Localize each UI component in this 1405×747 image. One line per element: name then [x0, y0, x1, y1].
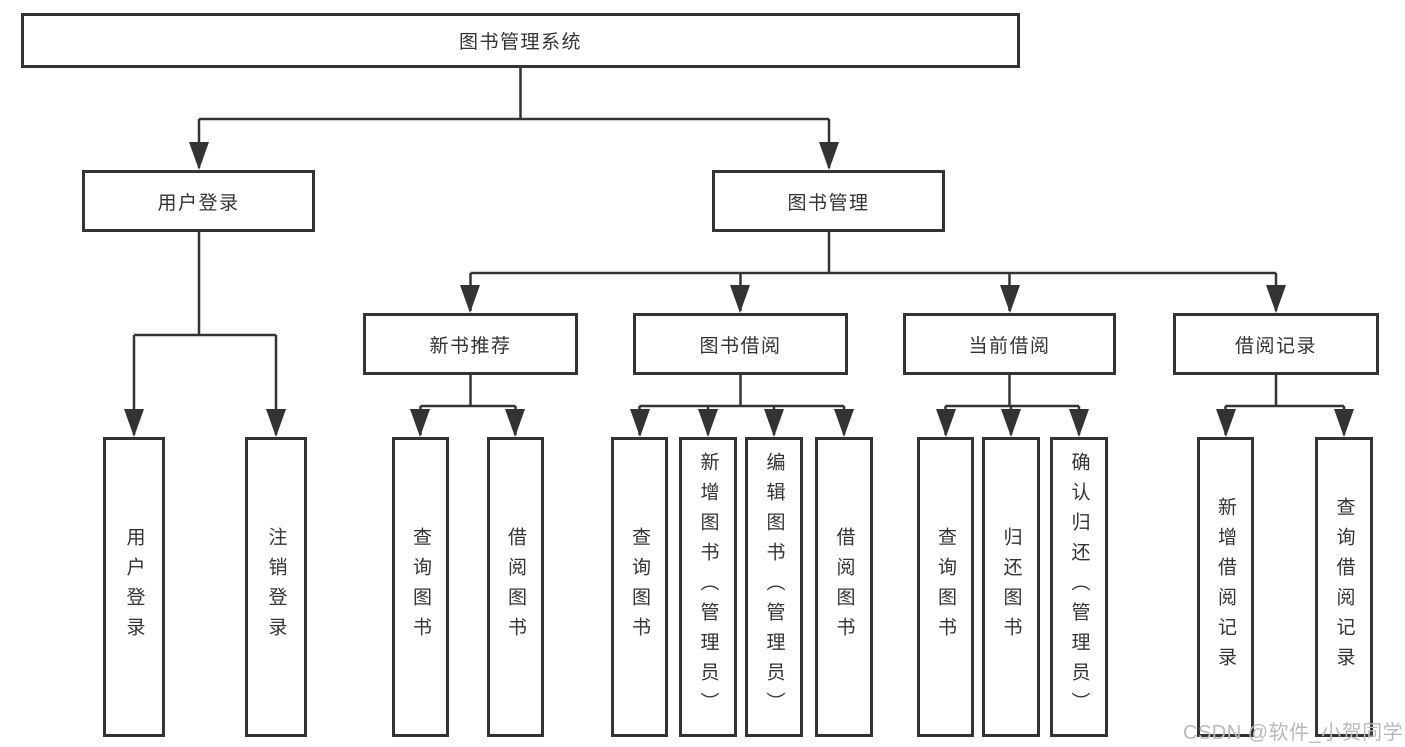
leaf-query-books-borrow: 查询图书 — [611, 437, 668, 737]
leaf-confirm-return-admin: 确认归还（管理员） — [1050, 437, 1108, 737]
csdn-watermark: CSDN @软件_小贺同学 — [1183, 722, 1404, 744]
leaf-edit-book-admin-label: 编辑图书（管理员） — [763, 452, 785, 722]
leaf-user-login: 用户登录 — [103, 437, 165, 737]
leaf-query-borrow-record: 查询借阅记录 — [1315, 437, 1373, 737]
leaf-query-borrow-record-label: 查询借阅记录 — [1333, 497, 1355, 677]
node-library-management-system: 图书管理系统 — [21, 13, 1020, 68]
node-book-management: 图书管理 — [712, 170, 945, 232]
leaf-query-books-recommend-label: 查询图书 — [410, 527, 431, 647]
leaf-query-books-current-label: 查询图书 — [935, 527, 956, 647]
leaf-edit-book-admin: 编辑图书（管理员） — [745, 437, 803, 737]
leaf-return-books-label: 归还图书 — [1000, 527, 1022, 647]
leaf-borrow-books-recommend-label: 借阅图书 — [505, 527, 526, 647]
leaf-query-books-recommend: 查询图书 — [392, 437, 449, 737]
leaf-query-books-borrow-label: 查询图书 — [629, 527, 650, 647]
leaf-query-books-current: 查询图书 — [917, 437, 974, 737]
leaf-return-books: 归还图书 — [982, 437, 1040, 737]
leaf-borrow-books-recommend: 借阅图书 — [487, 437, 544, 737]
leaf-add-book-admin-label: 新增图书（管理员） — [697, 452, 719, 722]
node-book-borrow: 图书借阅 — [633, 313, 848, 375]
leaf-logout: 注销登录 — [245, 437, 307, 737]
node-user-login: 用户登录 — [82, 170, 315, 232]
node-borrow-records: 借阅记录 — [1173, 313, 1379, 375]
arrowheads — [124, 142, 1354, 437]
leaf-add-book-admin: 新增图书（管理员） — [679, 437, 737, 737]
leaf-borrow-books-label: 借阅图书 — [833, 527, 855, 647]
leaf-add-borrow-record: 新增借阅记录 — [1197, 437, 1254, 737]
node-new-book-recommend: 新书推荐 — [363, 313, 578, 375]
leaf-add-borrow-record-label: 新增借阅记录 — [1215, 497, 1236, 677]
leaf-borrow-books: 借阅图书 — [815, 437, 873, 737]
leaf-user-login-label: 用户登录 — [123, 527, 145, 647]
leaf-confirm-return-admin-label: 确认归还（管理员） — [1068, 452, 1090, 722]
leaf-logout-label: 注销登录 — [265, 527, 287, 647]
node-current-borrow: 当前借阅 — [903, 313, 1116, 375]
